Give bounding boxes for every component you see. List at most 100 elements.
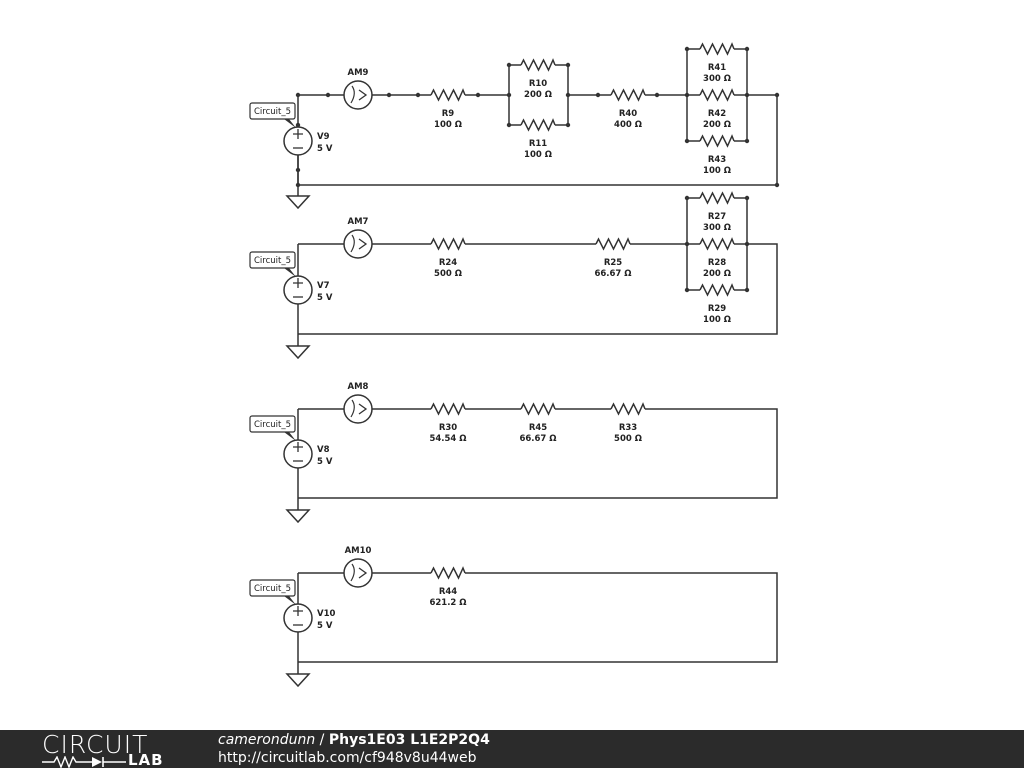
resistor-value: 300 Ω: [703, 74, 731, 84]
net-label-text: Circuit_5: [254, 584, 291, 594]
net-label-tag[interactable]: Circuit_5: [249, 251, 296, 277]
resistor-r40[interactable]: [610, 88, 646, 102]
resistor-r11[interactable]: [520, 118, 556, 132]
resistor-r45[interactable]: [520, 402, 556, 416]
net-label-tag[interactable]: Circuit_5: [249, 415, 296, 441]
resistor-r29[interactable]: [699, 283, 735, 297]
resistor-r10[interactable]: [520, 58, 556, 72]
ammeter-am7[interactable]: [343, 229, 373, 259]
ammeter-am9[interactable]: [343, 80, 373, 110]
wire: [298, 572, 778, 663]
breadcrumb-separator: /: [315, 732, 329, 748]
resistor-name: R41: [708, 63, 726, 73]
resistor-r25[interactable]: [595, 237, 631, 251]
resistor-r24[interactable]: [430, 237, 466, 251]
junction-dot: [684, 287, 690, 293]
junction-dot: [565, 62, 571, 68]
voltage-source-v7[interactable]: [283, 275, 313, 305]
net-label-text: Circuit_5: [254, 420, 291, 430]
junction-dot: [774, 182, 780, 188]
resistor-value: 621.2 Ω: [429, 598, 466, 608]
resistor-name: R44: [439, 587, 457, 597]
voltage-source-v9[interactable]: [283, 126, 313, 156]
resistor-value: 54.54 Ω: [429, 434, 466, 444]
net-label-text: Circuit_5: [254, 256, 291, 266]
resistor-value: 500 Ω: [434, 269, 462, 279]
resistor-r30[interactable]: [430, 402, 466, 416]
resistor-value: 200 Ω: [703, 269, 731, 279]
resistor-r44[interactable]: [430, 566, 466, 580]
junction-dot: [415, 92, 421, 98]
resistor-name: R45: [529, 423, 547, 433]
circuit-url-link[interactable]: http://circuitlab.com/cf948v8u44web: [218, 750, 477, 766]
resistor-value: 500 Ω: [614, 434, 642, 444]
junction-dot: [684, 138, 690, 144]
wire: [298, 408, 778, 499]
junction-dot: [744, 241, 750, 247]
junction-dot: [684, 46, 690, 52]
junction-dot: [565, 122, 571, 128]
junction-dot: [744, 46, 750, 52]
ammeter-am8[interactable]: [343, 394, 373, 424]
resistor-diode-logo-icon: [42, 756, 126, 768]
ground-icon: [286, 345, 310, 359]
net-label-tag[interactable]: Circuit_5: [249, 102, 296, 128]
wire: [298, 243, 778, 335]
resistor-r27[interactable]: [699, 191, 735, 205]
resistor-r33[interactable]: [610, 402, 646, 416]
ammeter-am10[interactable]: [343, 558, 373, 588]
junction-dot: [654, 92, 660, 98]
circuit-title: Phys1E03 L1E2P2Q4: [328, 732, 490, 748]
breadcrumb: camerondunn / Phys1E03 L1E2P2Q4: [218, 731, 490, 749]
junction-dot: [684, 195, 690, 201]
logo-text-top: CIRCUIT: [42, 730, 149, 759]
resistor-name: R11: [529, 139, 547, 149]
ammeter-label: AM7: [348, 217, 369, 227]
resistor-value: 66.67 Ω: [594, 269, 631, 279]
source-name: V9: [317, 132, 330, 142]
junction-dot: [684, 92, 690, 98]
net-label-tag[interactable]: Circuit_5: [249, 579, 296, 605]
source-value: 5 V: [317, 457, 333, 467]
circuit-url: http://circuitlab.com/cf948v8u44web: [218, 749, 476, 767]
author-link[interactable]: camerondunn: [218, 732, 316, 748]
resistor-r42[interactable]: [699, 88, 735, 102]
resistor-name: R25: [604, 258, 622, 268]
resistor-r9[interactable]: [430, 88, 466, 102]
junction-dot: [295, 92, 301, 98]
junction-dot: [325, 92, 331, 98]
ground-icon: [286, 195, 310, 209]
resistor-value: 100 Ω: [524, 150, 552, 160]
source-name: V10: [317, 609, 335, 619]
junction-dot: [506, 92, 512, 98]
junction-dot: [774, 92, 780, 98]
resistor-value: 300 Ω: [703, 223, 731, 233]
ammeter-label: AM10: [345, 546, 372, 556]
resistor-r43[interactable]: [699, 134, 735, 148]
source-name: V7: [317, 281, 330, 291]
voltage-source-v10[interactable]: [283, 603, 313, 633]
resistor-value: 66.67 Ω: [519, 434, 556, 444]
resistor-name: R28: [708, 258, 726, 268]
resistor-name: R29: [708, 304, 726, 314]
junction-dot: [506, 122, 512, 128]
junction-dot: [744, 138, 750, 144]
resistor-r41[interactable]: [699, 42, 735, 56]
resistor-name: R43: [708, 155, 726, 165]
voltage-source-v8[interactable]: [283, 439, 313, 469]
junction-dot: [565, 92, 571, 98]
resistor-name: R9: [442, 109, 455, 119]
circuitlab-logo[interactable]: CIRCUIT LAB: [42, 730, 182, 768]
resistor-value: 100 Ω: [703, 315, 731, 325]
ammeter-label: AM9: [348, 68, 369, 78]
footer-bar: CIRCUIT LAB camerondunn / Phys1E03 L1E2P…: [0, 730, 1024, 768]
resistor-name: R24: [439, 258, 457, 268]
ground-icon: [286, 509, 310, 523]
resistor-value: 400 Ω: [614, 120, 642, 130]
junction-dot: [475, 92, 481, 98]
junction-dot: [595, 92, 601, 98]
resistor-r28[interactable]: [699, 237, 735, 251]
junction-dot: [386, 92, 392, 98]
